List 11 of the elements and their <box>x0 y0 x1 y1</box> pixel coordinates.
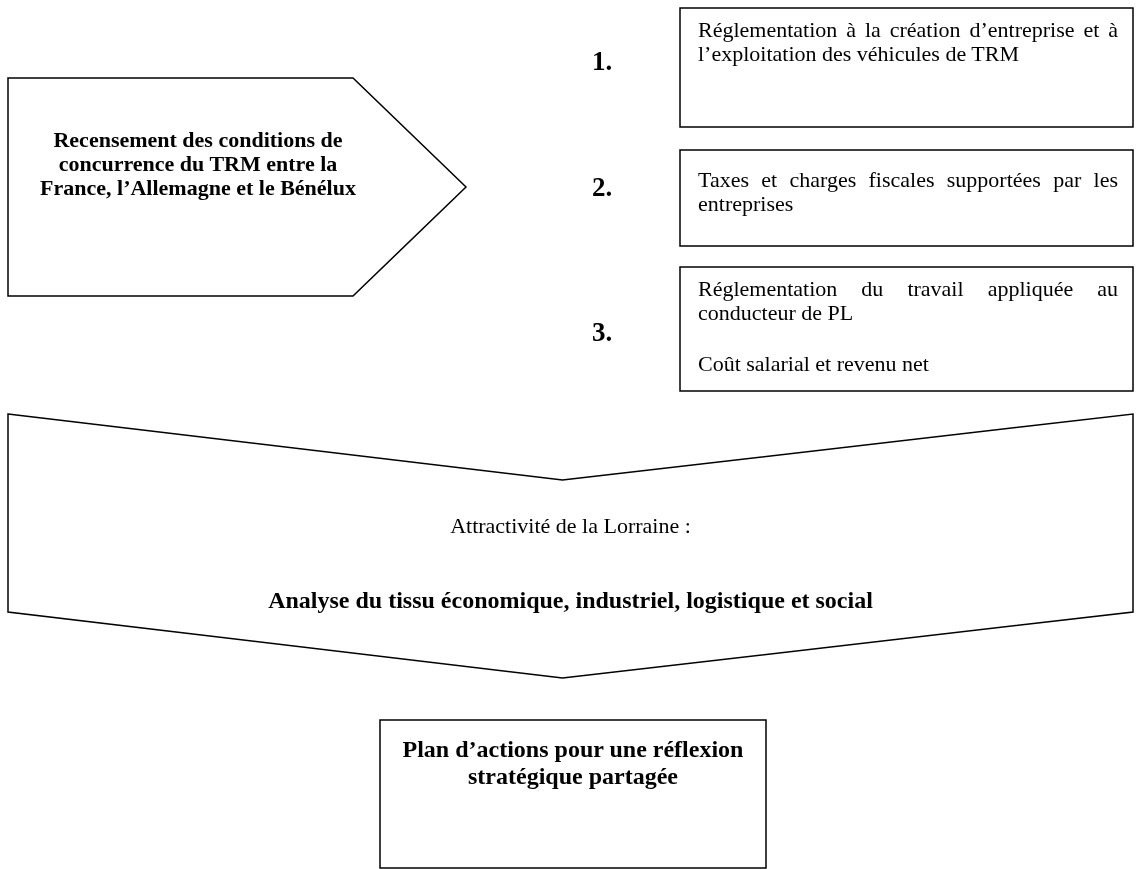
heading-text: Analyse du tissu économique, industriel, logistique et social <box>267 586 874 614</box>
heading-text: Plan d’actions pour une réflexion stratégique partagée <box>401 736 745 790</box>
step-number: 3. <box>592 317 613 348</box>
step-number: 1. <box>592 46 613 77</box>
body-text: Coût salarial et revenu net <box>698 352 930 376</box>
body-text: Taxes et charges fiscales supportées par les entreprises <box>698 168 1118 216</box>
body-text: Réglementation du travail appliquée au conducteur de PL <box>698 277 1118 325</box>
body-text: Attractivité de la Lorraine : <box>449 514 692 538</box>
body-text: Réglementation à la création d’entreprise et à l’exploitation des véhicules de TRM <box>698 18 1118 66</box>
step-number: 2. <box>592 172 613 203</box>
heading-text: Recensement des conditions de concurrence du TRM entre la France, l’Allemagne et le Bénélux <box>39 128 357 200</box>
